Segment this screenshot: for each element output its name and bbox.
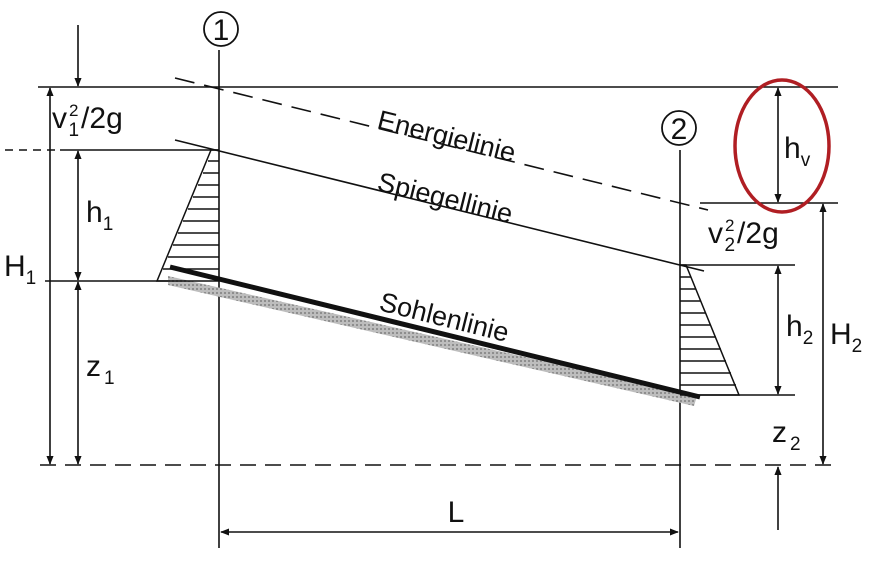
energy-line-label: Energielinie — [375, 105, 519, 168]
section-2-circle — [661, 110, 697, 146]
bed-line-label: Sohlenlinie — [377, 287, 512, 348]
water-surface-line — [174, 139, 705, 272]
length-label: L — [448, 496, 465, 529]
head-2-label: H2 — [830, 318, 862, 357]
velocity-profile-2 — [680, 264, 741, 396]
velocity-profile-1 — [155, 149, 219, 282]
section-1-circle — [203, 11, 239, 47]
depth-1-label: h1 — [86, 196, 113, 235]
section-1-label: 1 — [213, 14, 230, 47]
head-loss-label: hv — [784, 132, 811, 171]
bed-shading — [168, 276, 697, 406]
head-loss-highlight-ellipse — [733, 78, 831, 214]
head-1-label: H1 — [4, 250, 36, 289]
depth-2-label: h2 — [786, 310, 813, 349]
energy-line — [174, 77, 709, 211]
water-surface-line-label: Spiegellinie — [375, 167, 516, 230]
bed-line — [169, 264, 701, 400]
section-2-label: 2 — [671, 113, 688, 146]
